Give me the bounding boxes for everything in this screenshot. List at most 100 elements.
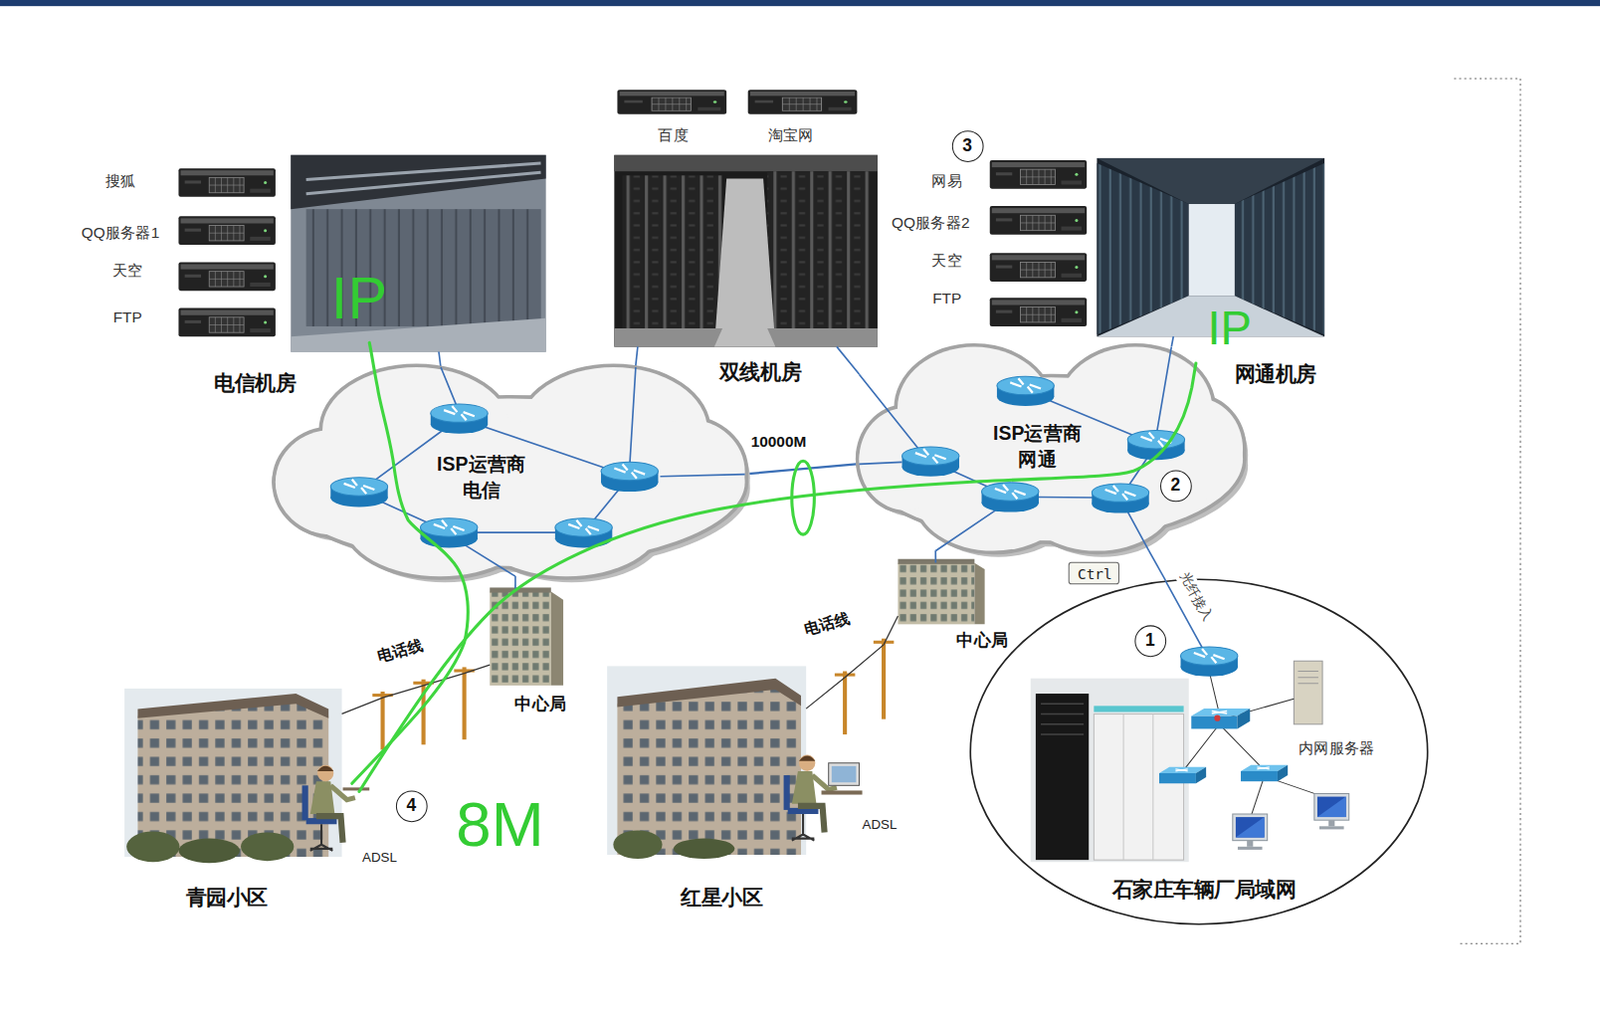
edge-label: 电话线 <box>800 607 854 640</box>
server-name: 网易 <box>931 171 963 191</box>
cloud-bump <box>631 419 745 525</box>
room-caption: 双线机房 <box>719 358 801 387</box>
text-slot: FTP <box>932 289 962 307</box>
text-slot: 10000M <box>749 431 809 449</box>
text-slot: 网通机房 <box>1234 360 1317 389</box>
text-slot: 搜狐 <box>105 171 137 191</box>
office-caption: 中心局 <box>956 627 1008 652</box>
office-caption: 中心局 <box>514 692 567 717</box>
text-slot: 天空 <box>112 260 144 280</box>
region-caption: 石家庄车辆厂局域网 <box>1112 875 1297 904</box>
text-slot: ADSL <box>362 848 398 864</box>
text-slot: 中心局 <box>956 627 1008 652</box>
server-name: 百度 <box>657 126 689 146</box>
cloud-shape <box>858 347 1243 552</box>
text-slot: ISP运营商 电信 <box>428 450 534 504</box>
residential-area: 红星小区 <box>606 665 806 855</box>
handwritten-note: 8M <box>455 792 544 856</box>
user-figure <box>302 755 863 851</box>
key-hint: Ctrl <box>1068 562 1120 586</box>
text-slot: 光纤接入 <box>1167 587 1224 605</box>
text-slot: QQ服务器1 <box>81 222 161 242</box>
area-caption: 青园小区 <box>186 883 268 912</box>
edge-label: 光纤接入 <box>1174 567 1218 626</box>
network-link <box>745 463 860 474</box>
text-slot: Ctrl <box>1077 566 1113 583</box>
text-slot: 电信机房 <box>213 369 296 398</box>
handwritten-route <box>352 342 1197 792</box>
central-office: 中心局 <box>489 592 552 686</box>
server-name: 淘宝网 <box>768 126 814 146</box>
cloud-title: ISP运营商 网通 <box>985 419 1090 473</box>
text-slot: IP <box>1206 304 1252 352</box>
callout-number: 3 <box>951 130 984 163</box>
cloud-bump <box>275 429 389 535</box>
text-slot: 1 <box>1134 624 1167 657</box>
apartment-photo <box>606 665 806 859</box>
room-caption: 网通机房 <box>1234 360 1317 389</box>
machine-room: 电信机房 <box>290 155 546 353</box>
text-slot: FTP <box>113 307 143 325</box>
network-link <box>1171 336 1174 347</box>
network-link <box>1149 550 1167 581</box>
central-office: 中心局 <box>897 563 975 625</box>
key-text: Ctrl <box>1077 566 1113 583</box>
server-name: 搜狐 <box>105 171 137 191</box>
text-slot: 天空 <box>931 250 963 270</box>
text-slot: 8M <box>455 792 544 856</box>
cloud-part <box>275 367 746 577</box>
lan-equipment <box>1030 660 1350 862</box>
handwritten-note: IP <box>1206 304 1252 352</box>
dotted-frame <box>1453 78 1521 944</box>
server-name: FTP <box>113 307 143 325</box>
apartment-photo <box>124 688 342 863</box>
network-link <box>514 576 517 592</box>
network-link <box>438 352 441 368</box>
cloud-title: ISP运营商 电信 <box>428 450 534 504</box>
text-slot: ISP运营商 网通 <box>985 419 1090 473</box>
room-photo <box>290 155 546 353</box>
text-slot: 3 <box>951 130 984 163</box>
room-photo <box>613 155 878 348</box>
text-slot: 网易 <box>931 171 963 191</box>
callout-number: 1 <box>1134 624 1167 657</box>
text-slot: 内网服务器 <box>1298 738 1376 758</box>
machine-room: 双线机房 <box>613 155 878 348</box>
text-slot: 中心局 <box>514 692 567 717</box>
isp-cloud: ISP运营商 电信 <box>275 367 746 577</box>
text-slot: 2 <box>1159 469 1192 502</box>
isp-backbone <box>359 347 1205 654</box>
area-caption: 红星小区 <box>680 883 763 912</box>
text-slot: IP <box>331 268 388 328</box>
top-bar <box>0 0 1600 6</box>
router-icons <box>330 376 1238 676</box>
handwritten-note: IP <box>331 268 388 328</box>
room-caption: 电信机房 <box>213 369 296 398</box>
text-slot: 百度 <box>657 126 689 146</box>
residential-area: 青园小区 <box>124 688 342 857</box>
text-slot: 电话线 <box>801 614 852 634</box>
device-label: ADSL <box>362 848 398 864</box>
cloud-part <box>858 347 1243 552</box>
server-name: QQ服务器1 <box>81 222 161 242</box>
server-name: 天空 <box>112 260 144 280</box>
text-slot: 青园小区 <box>186 883 268 912</box>
text-slot: 红星小区 <box>680 883 763 912</box>
cloud-bump <box>858 407 952 511</box>
network-link <box>836 346 860 375</box>
device-label: ADSL <box>862 816 898 832</box>
telephone-poles <box>372 638 894 751</box>
text-slot: ADSL <box>862 816 898 832</box>
network-link <box>635 346 638 367</box>
server-name: 天空 <box>931 250 963 270</box>
cloud-part <box>275 367 746 577</box>
server-name: QQ服务器2 <box>891 212 971 232</box>
isp-cloud: ISP运营商 网通 <box>858 347 1243 552</box>
region-ellipse <box>970 579 1427 924</box>
cloud-part <box>858 347 1243 552</box>
device-label: 内网服务器 <box>1298 738 1376 758</box>
